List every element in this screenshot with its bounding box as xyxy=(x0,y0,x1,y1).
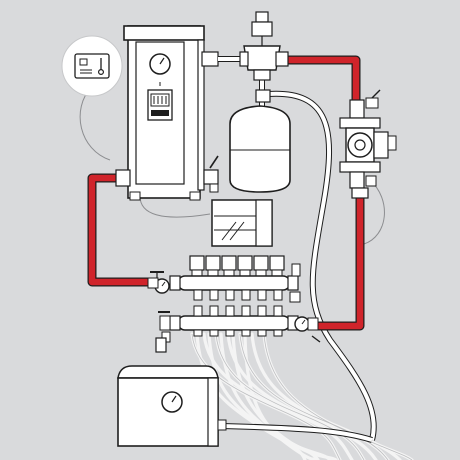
thermostat xyxy=(61,35,123,97)
boiler-gauge-icon xyxy=(149,53,171,86)
return-hose xyxy=(221,90,377,443)
floor-heating-loops xyxy=(190,332,414,460)
boiler-control-panel xyxy=(147,89,173,121)
supply-gauge-icon xyxy=(147,271,170,294)
supply-manifold xyxy=(147,255,301,303)
expansion-tank xyxy=(229,89,291,193)
electric-boiler xyxy=(115,25,219,201)
return-manifold xyxy=(158,305,321,343)
manifold-actuators xyxy=(189,255,285,277)
return-gauge-icon xyxy=(294,316,321,343)
circulation-pump xyxy=(339,89,397,199)
safety-valve-group xyxy=(239,11,289,81)
manifold-outlets xyxy=(193,289,283,301)
air-vent-icon xyxy=(289,263,301,303)
thermometer-icon xyxy=(97,58,104,75)
return-valves xyxy=(193,305,283,337)
tank-gauge-icon xyxy=(161,391,183,413)
mixing-unit xyxy=(211,199,273,247)
drain-valve-icon xyxy=(203,155,219,193)
buffer-tank xyxy=(117,337,227,447)
supply-pipes xyxy=(87,55,365,331)
